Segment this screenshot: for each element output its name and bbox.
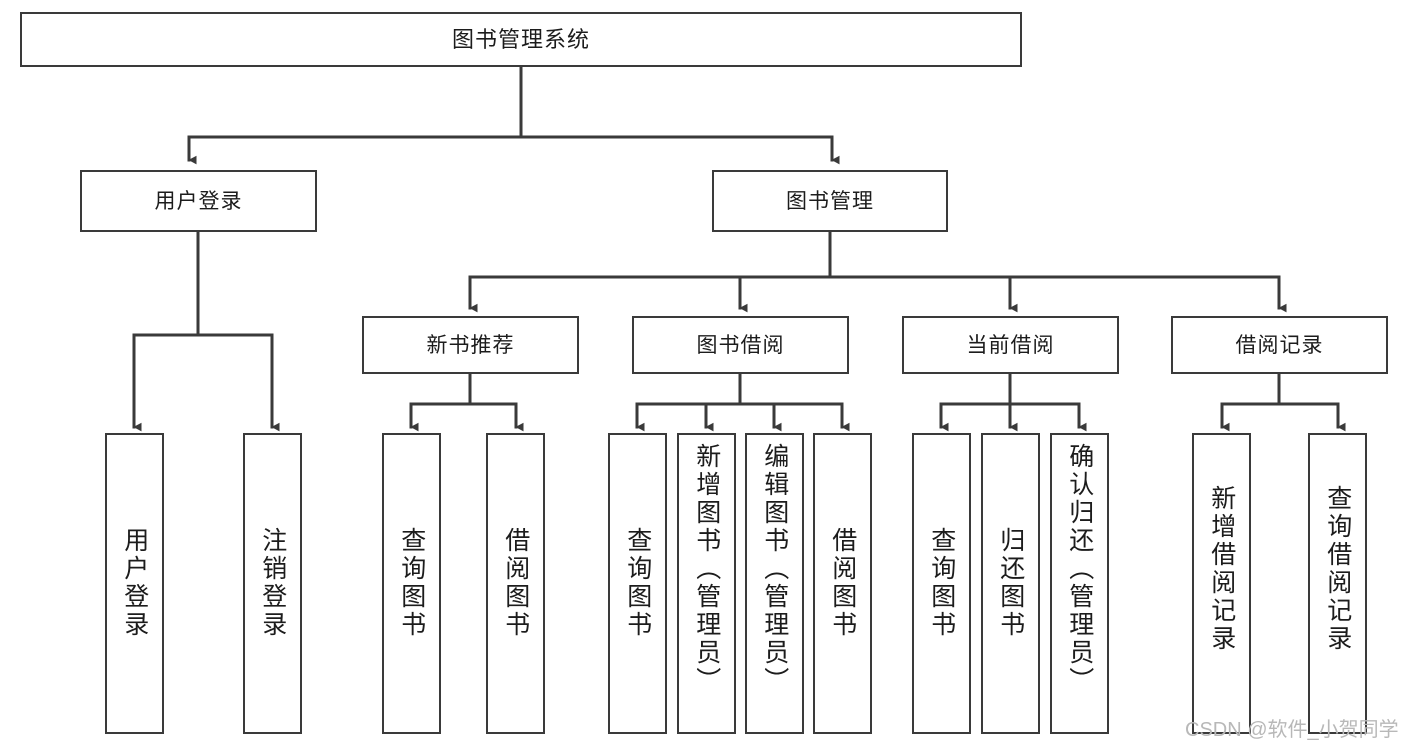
node-label: 新书推荐 [426,333,515,357]
node-book-management[interactable]: 图书管理 [712,170,948,232]
leaf-add-book-admin[interactable]: 新增图书（管理员） [677,433,736,734]
leaf-return-book[interactable]: 归还图书 [981,433,1040,734]
node-label: 用户登录 [154,189,243,213]
node-label: 当前借阅 [966,333,1055,357]
node-label: 借阅图书 [828,527,857,639]
leaf-query-book-current[interactable]: 查询图书 [912,433,971,734]
node-label: 编辑图书（管理员） [760,443,789,695]
node-book-borrow[interactable]: 图书借阅 [632,316,849,374]
leaf-confirm-return-admin[interactable]: 确认归还（管理员） [1050,433,1109,734]
watermark: CSDN @软件_小贺同学 [1185,719,1399,741]
node-label: 用户登录 [120,527,149,639]
node-label: 查询图书 [927,527,956,639]
leaf-query-borrow-record[interactable]: 查询借阅记录 [1308,433,1367,734]
leaf-borrow-book-recommend[interactable]: 借阅图书 [486,433,545,734]
node-label: 新增图书（管理员） [692,443,721,695]
node-label: 查询图书 [397,527,426,639]
node-root-book-management-system[interactable]: 图书管理系统 [20,12,1022,67]
leaf-logout-login[interactable]: 注销登录 [243,433,302,734]
node-label: 确认归还（管理员） [1065,443,1094,695]
leaf-query-book-borrow[interactable]: 查询图书 [608,433,667,734]
node-label: 借阅图书 [501,527,530,639]
node-label: 借阅记录 [1235,333,1324,357]
node-label: 图书借阅 [696,333,785,357]
leaf-edit-book-admin[interactable]: 编辑图书（管理员） [745,433,804,734]
node-new-book-recommend[interactable]: 新书推荐 [362,316,579,374]
node-label: 图书管理 [786,189,874,213]
node-label: 归还图书 [996,527,1025,639]
node-label: 查询借阅记录 [1323,485,1352,653]
node-user-login[interactable]: 用户登录 [80,170,317,232]
node-label: 注销登录 [258,527,287,639]
leaf-borrow-book[interactable]: 借阅图书 [813,433,872,734]
leaf-query-book-recommend[interactable]: 查询图书 [382,433,441,734]
leaf-add-borrow-record[interactable]: 新增借阅记录 [1192,433,1251,734]
node-label: 查询图书 [623,527,652,639]
node-label: 新增借阅记录 [1207,485,1236,653]
leaf-user-login[interactable]: 用户登录 [105,433,164,734]
node-label: 图书管理系统 [451,26,590,52]
node-borrow-record[interactable]: 借阅记录 [1171,316,1388,374]
node-current-borrow[interactable]: 当前借阅 [902,316,1119,374]
